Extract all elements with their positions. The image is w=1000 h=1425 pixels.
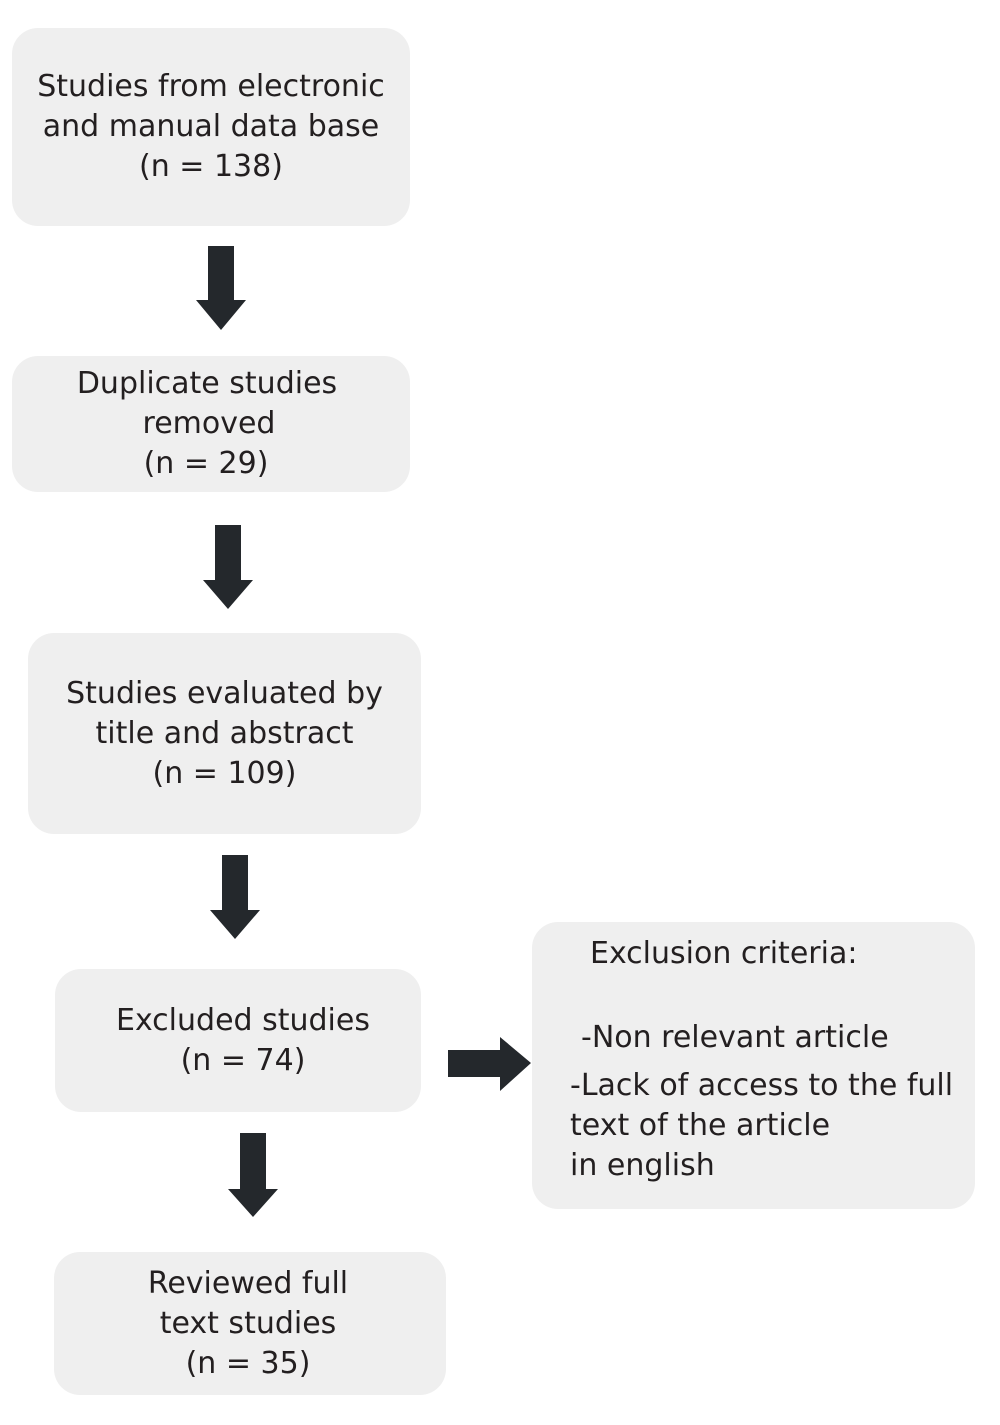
screened-line-1: Studies evaluated by [66,675,383,711]
reviewed-line-1: Reviewed full [147,1265,349,1301]
exclusion-criteria-box: Exclusion criteria: -Non relevant articl… [532,922,975,1209]
screened-box: Studies evaluated by title and abstract … [28,633,421,834]
excluded-line-1: Excluded studies [116,1002,370,1038]
duplicates-box: Duplicate studies removed (n = 29) [12,356,410,492]
arrow-down-icon [210,855,260,939]
exclusion-criteria-item: text of the article [570,1108,831,1143]
arrow-down-icon [196,246,246,330]
screened-line-2: title and abstract [95,715,354,751]
exclusion-criteria-item: -Non relevant article [581,1020,889,1055]
reviewed-box: Reviewed full text studies (n = 35) [54,1252,446,1395]
excluded-box: Excluded studies (n = 74) [55,969,421,1112]
reviewed-count: (n = 35) [185,1345,311,1381]
reviewed-line-2: text studies [159,1305,337,1341]
arrow-down-icon [203,525,253,609]
sources-count: (n = 138) [139,149,283,184]
exclusion-criteria-list: -Non relevant article -Lack of access to… [570,1018,953,1186]
arrow-right-icon [448,1037,531,1091]
duplicates-line-2: removed [142,406,276,441]
sources-line-2: and manual data base [42,109,380,144]
duplicates-count: (n = 29) [143,446,269,481]
sources-line-1: Studies from electronic [37,69,385,104]
duplicates-line-1: Duplicate studies [76,366,338,401]
exclusion-criteria-item: -Lack of access to the full [570,1068,954,1103]
exclusion-criteria-title: Exclusion criteria: [590,936,858,971]
exclusion-criteria-item: in english [570,1148,715,1183]
arrow-down-icon [228,1133,278,1217]
screened-count: (n = 109) [152,755,297,791]
sources-box: Studies from electronic and manual data … [12,28,410,226]
excluded-count: (n = 74) [180,1042,306,1078]
